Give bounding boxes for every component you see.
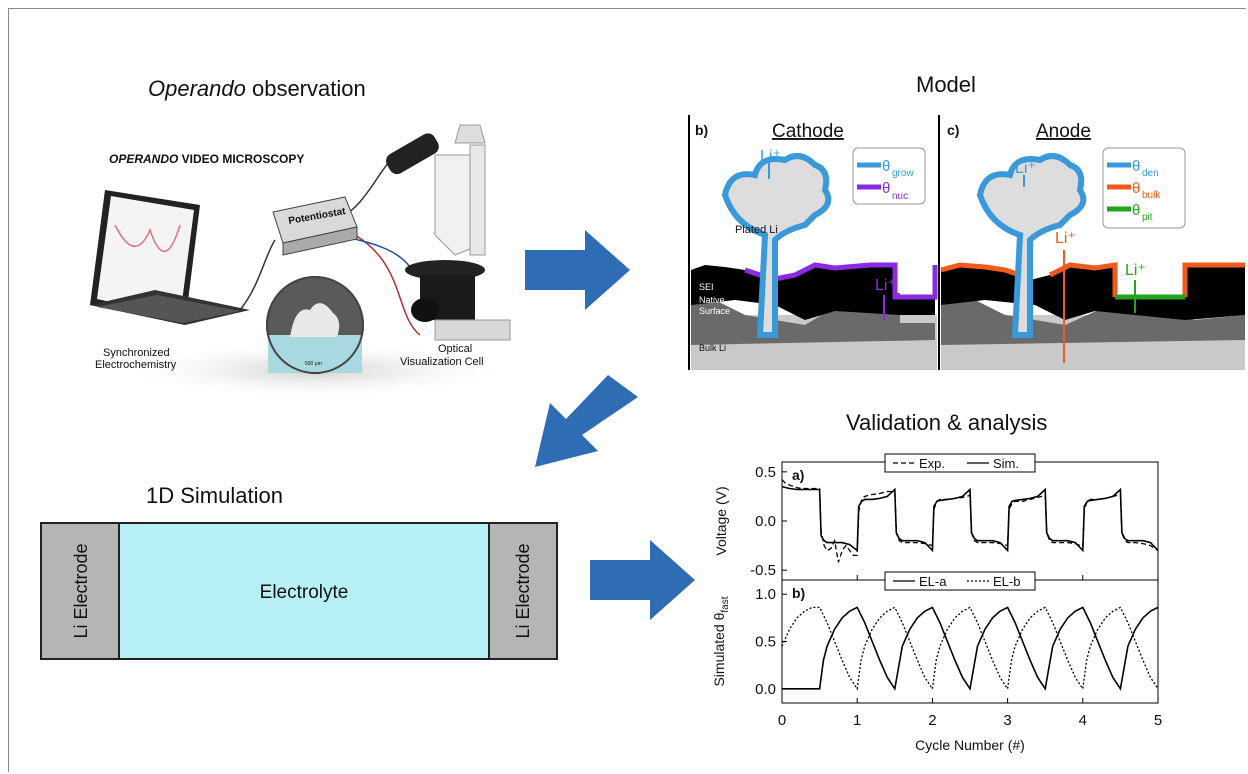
cathode-legend-2-sub: nuc [892, 191, 908, 202]
label-synchronized: Synchronized [103, 347, 170, 359]
legend-label-a-1: Sim. [993, 456, 1019, 471]
electrolyte-label: Electrolyte [260, 582, 349, 603]
arrow-down-left [535, 375, 638, 467]
sim1d-diagram: Li Electrode Electrolyte Li Electrode [40, 522, 558, 660]
operando-title: Operando observation [148, 76, 366, 102]
label-optical: Optical [438, 343, 472, 355]
arrow-right-bottom [590, 540, 695, 620]
native-label-1: Native [699, 295, 725, 305]
label-visualization-cell: Visualization Cell [400, 356, 484, 368]
anode-legend-3-sub: pit [1142, 212, 1153, 223]
left-electrode-label: Li Electrode [71, 543, 91, 638]
sim1d-title: 1D Simulation [146, 483, 283, 508]
li-plus-anode-pit: Li⁺ [1125, 262, 1146, 279]
operando-title-italic: Operando [148, 76, 246, 101]
y-tick-label-b-0: 1.0 [755, 586, 776, 603]
arrow-right-top [525, 230, 630, 310]
right-electrode [488, 522, 558, 660]
panel-c-label: c) [947, 122, 959, 138]
x-tick-label-1: 1 [853, 712, 861, 729]
cathode-legend-2-sym: θ [882, 180, 890, 197]
microscopy-heading: OPERANDO VIDEO MICROSCOPY [109, 152, 304, 166]
panel-label-b: b) [792, 585, 805, 601]
y-tick-label-b-2: 0.0 [755, 681, 776, 698]
model-panels: Cathode b) Plated Li SEI Native Surface … [688, 115, 1245, 370]
microscope-icon [386, 124, 511, 341]
x-tick-label-0: 0 [778, 712, 786, 729]
sei-label: SEI [699, 282, 714, 292]
panel-label-a: a) [792, 467, 804, 483]
legend-box-b [884, 571, 1036, 591]
series-line-b-1 [781, 606, 1159, 691]
anode-legend-1-sub: den [1142, 168, 1159, 179]
figure-frame [8, 8, 1246, 772]
operando-title-rest: observation [245, 76, 366, 101]
y-tick-label-a-2: -0.5 [750, 562, 776, 579]
validation-charts: 0.50.0-0.5a)Voltage (V)Exp.Sim. 1.00.50.… [711, 453, 1162, 753]
series-line-b-0 [782, 606, 1159, 691]
legend-label-b-1: EL-b [993, 574, 1020, 589]
microscope-inset: 500 μm [266, 276, 364, 374]
legend-label-b-0: EL-a [919, 574, 947, 589]
right-electrode-label: Li Electrode [513, 543, 533, 638]
li-plus-anode-top: Li⁺ [1015, 160, 1036, 177]
x-tick-label-5: 5 [1154, 712, 1162, 729]
x-axis-label: Cycle Number (#) [915, 737, 1025, 753]
laptop-icon [90, 190, 250, 325]
left-electrode [40, 522, 120, 660]
y-tick-label-a-0: 0.5 [755, 464, 776, 481]
legend-box-a [884, 453, 1036, 473]
anode-title: Anode [1036, 121, 1091, 142]
plated-li-label: Plated Li [735, 224, 778, 236]
potentiostat-icon: Potentiostat [272, 196, 358, 256]
electrolyte-region [118, 522, 490, 660]
microscopy-setup: OPERANDO VIDEO MICROSCOPY Potentiostat 5… [90, 124, 515, 400]
anode-legend-2-sym: θ [1132, 180, 1140, 197]
anode-legend: θ den θ bulk θ pit [1102, 147, 1186, 229]
validation-title: Validation & analysis [846, 410, 1048, 435]
anode-legend-3-sym: θ [1132, 202, 1140, 219]
native-label-2: Surface [699, 306, 730, 316]
y-tick-label-a-1: 0.0 [755, 513, 776, 530]
y-axis-label-b: Simulated θfast [711, 596, 731, 686]
cathode-legend-1-sub: grow [892, 168, 914, 179]
legend-label-a-0: Exp. [919, 456, 945, 471]
cathode-legend-1-sym: θ [882, 158, 890, 175]
label-electrochemistry: Electrochemistry [95, 359, 177, 371]
anode-panel: Anode c) Li⁺ Li⁺ Li⁺ θ den θ bulk θ pit [940, 121, 1245, 370]
model-title: Model [916, 72, 976, 97]
x-tick-label-4: 4 [1079, 712, 1087, 729]
anode-legend-1-sym: θ [1132, 158, 1140, 175]
scale-label: 500 μm [305, 361, 322, 367]
y-axis-label-a: Voltage (V) [713, 486, 729, 555]
li-plus-cathode-top: Li⁺ [760, 148, 781, 165]
cathode-panel: Cathode b) Plated Li SEI Native Surface … [691, 121, 938, 370]
anode-legend-2-sub: bulk [1142, 190, 1161, 201]
li-plus-anode-bulk: Li⁺ [1055, 230, 1076, 247]
x-tick-label-3: 3 [1003, 712, 1011, 729]
panel-b-label: b) [695, 122, 708, 138]
x-tick-label-2: 2 [928, 712, 936, 729]
series-line-a-1 [781, 485, 1159, 553]
theta-chart: 1.0 0.5 0.0 b) Simulated θfast EL-a EL-b 0 1 2 3 4 5… [711, 571, 1162, 753]
voltage-chart: 0.5 0.0 -0.5 a) Voltage (V) Exp. Sim. [713, 453, 1159, 581]
y-tick-label-b-1: 0.5 [755, 634, 776, 651]
li-plus-cathode-pit: Li⁺ [875, 277, 896, 294]
cathode-legend: θ grow θ nuc [852, 147, 926, 205]
bulk-li-label: Bulk Li [699, 343, 726, 353]
cathode-title: Cathode [772, 121, 844, 142]
